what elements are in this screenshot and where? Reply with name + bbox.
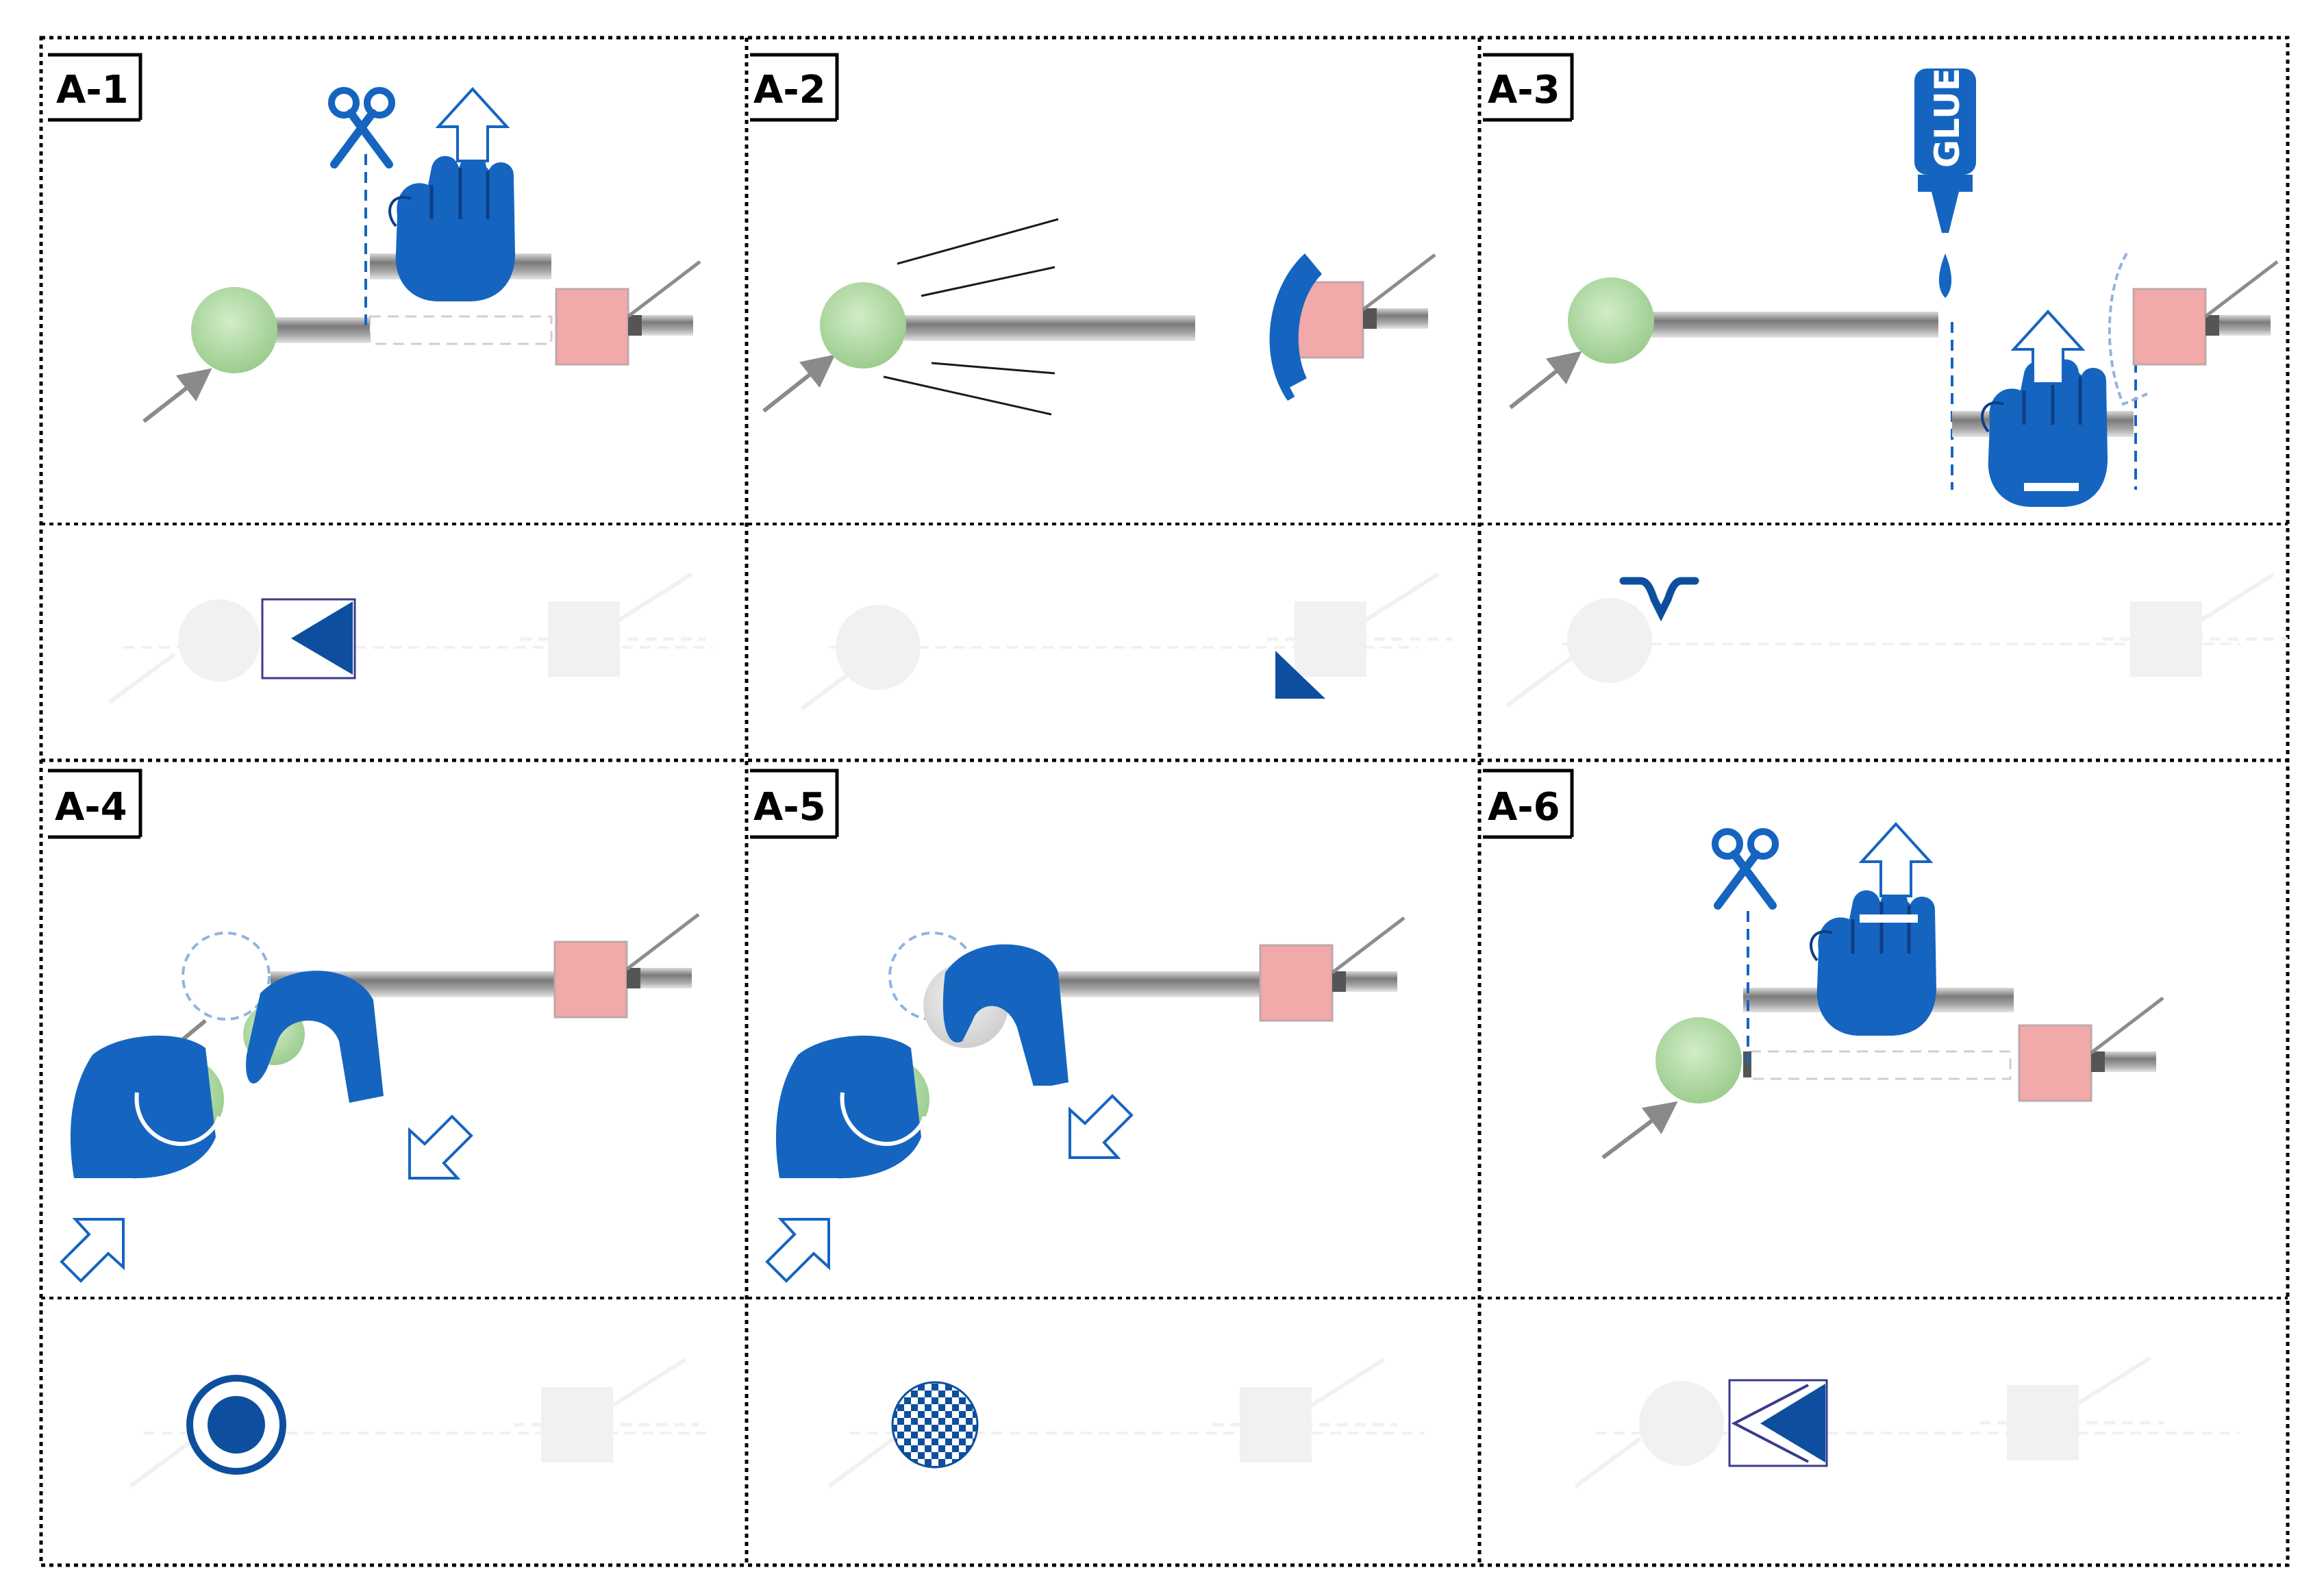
- cut-rod-ghost: [368, 315, 553, 345]
- insert-arrow: [1509, 351, 1582, 410]
- hand-icon: [1811, 888, 1936, 1036]
- panel-a4-symbol: [129, 1360, 712, 1488]
- ball-joint: [1655, 1017, 1742, 1104]
- ghost-block: [1979, 1358, 2164, 1460]
- rod: [1027, 971, 1264, 997]
- outer-frame: [39, 36, 2290, 1567]
- rod: [1651, 312, 1938, 338]
- ghost-block: [514, 1360, 699, 1462]
- glove-cuff: [777, 1178, 839, 1188]
- glove-cuff: [1010, 1086, 1069, 1094]
- panel-a5-symbol: [827, 1360, 1425, 1488]
- panel-label-a1: A-1: [48, 53, 142, 122]
- pinch-arrow-icon: [766, 1218, 830, 1282]
- ghost-ball: [1567, 598, 1652, 683]
- panel-label-text: A-6: [1488, 785, 1560, 830]
- panel-a1-illustration: [142, 88, 700, 423]
- symbol-corner-triangle: [1275, 651, 1325, 699]
- hand-icon: [942, 944, 1069, 1089]
- glove-edge: [840, 1092, 927, 1147]
- scissors-icon: [332, 90, 392, 164]
- glove-cuff: [325, 1106, 384, 1114]
- ghost-block: [2103, 574, 2288, 677]
- pinch-arrow-icon: [60, 1218, 125, 1282]
- panel-a1-symbol: [108, 574, 712, 704]
- ghost-block: [1267, 574, 1452, 677]
- glove-cuff: [1860, 914, 1918, 923]
- hand-icon: [1269, 253, 1322, 401]
- panel-a2-illustration: [762, 218, 1435, 416]
- symbol-dot: [208, 1396, 265, 1454]
- ghost-ball: [836, 605, 921, 690]
- panel-label-text: A-1: [56, 68, 129, 112]
- up-arrow-icon: [1860, 823, 1932, 897]
- panel-label-a5: A-5: [750, 769, 839, 839]
- glove-cuff: [1290, 374, 1320, 399]
- ball-ghost: [182, 932, 271, 1021]
- panel-label-a4: A-4: [48, 769, 142, 839]
- hand-ghost: [2108, 252, 2148, 406]
- panel-a2-symbol: [800, 574, 1452, 711]
- pink-block: [556, 262, 700, 364]
- symbol-checker-ball: [891, 1381, 979, 1469]
- panel-a3-illustration: GLUE: [1509, 68, 2277, 507]
- rod: [273, 317, 370, 343]
- panel-label-text: A-2: [753, 68, 826, 112]
- pink-block: [2134, 262, 2277, 364]
- ball-joint: [820, 282, 906, 369]
- hand-icon: [70, 1035, 216, 1185]
- panel-label-text: A-5: [753, 785, 826, 830]
- panel-label-a6: A-6: [1483, 769, 1574, 839]
- ghost-ball: [1639, 1381, 1724, 1466]
- ball-joint: [1568, 277, 1654, 364]
- pink-block: [555, 914, 699, 1017]
- ghost-block: [1212, 1360, 1397, 1462]
- hand-icon: [775, 1035, 921, 1185]
- svg-text:GLUE: GLUE: [1927, 68, 1967, 168]
- glove-cuff: [72, 1178, 134, 1188]
- panel-label-a3: A-3: [1483, 53, 1574, 122]
- panel-label-text: A-3: [1488, 68, 1560, 112]
- glue-bottle-icon: GLUE: [1914, 68, 1976, 298]
- panel-grid: [39, 36, 2290, 1567]
- panel-a6-illustration: [1601, 823, 2163, 1160]
- hand-icon: [390, 154, 515, 301]
- symbol-triangle-left: [291, 601, 353, 675]
- insert-arrow: [142, 368, 212, 423]
- insert-arrow: [762, 354, 836, 413]
- panel-a6-symbol: [1574, 1358, 2240, 1488]
- panel-a3-symbol: [1505, 574, 2288, 708]
- symbol-glue-mark: [1619, 577, 1699, 622]
- hand-icon: [246, 971, 384, 1103]
- ghost-block: [521, 574, 705, 677]
- pinch-arrow-icon: [408, 1115, 473, 1180]
- symbol-chevron: [1731, 1384, 1809, 1463]
- pink-block: [1260, 918, 1404, 1021]
- ball-joint: [191, 287, 277, 373]
- panel-label-a2: A-2: [750, 53, 839, 122]
- pink-block: [2019, 998, 2163, 1101]
- scissors-icon: [1715, 832, 1775, 906]
- pinch-arrow-icon: [1069, 1095, 1133, 1159]
- ghost-ball: [178, 599, 260, 682]
- insert-arrow: [1601, 1101, 1678, 1160]
- symbol-triangle-left: [1760, 1384, 1825, 1462]
- panel-a4-illustration: [60, 914, 699, 1282]
- rod: [904, 315, 1195, 341]
- up-arrow-icon: [437, 88, 508, 162]
- cut-rod-ghost: [1749, 1050, 2012, 1080]
- spin-lines: [883, 218, 1059, 416]
- panel-label-text: A-4: [55, 785, 127, 830]
- panel-a5-illustration: [766, 918, 1404, 1282]
- glove-cuff: [2024, 483, 2079, 491]
- glove-edge: [134, 1092, 221, 1147]
